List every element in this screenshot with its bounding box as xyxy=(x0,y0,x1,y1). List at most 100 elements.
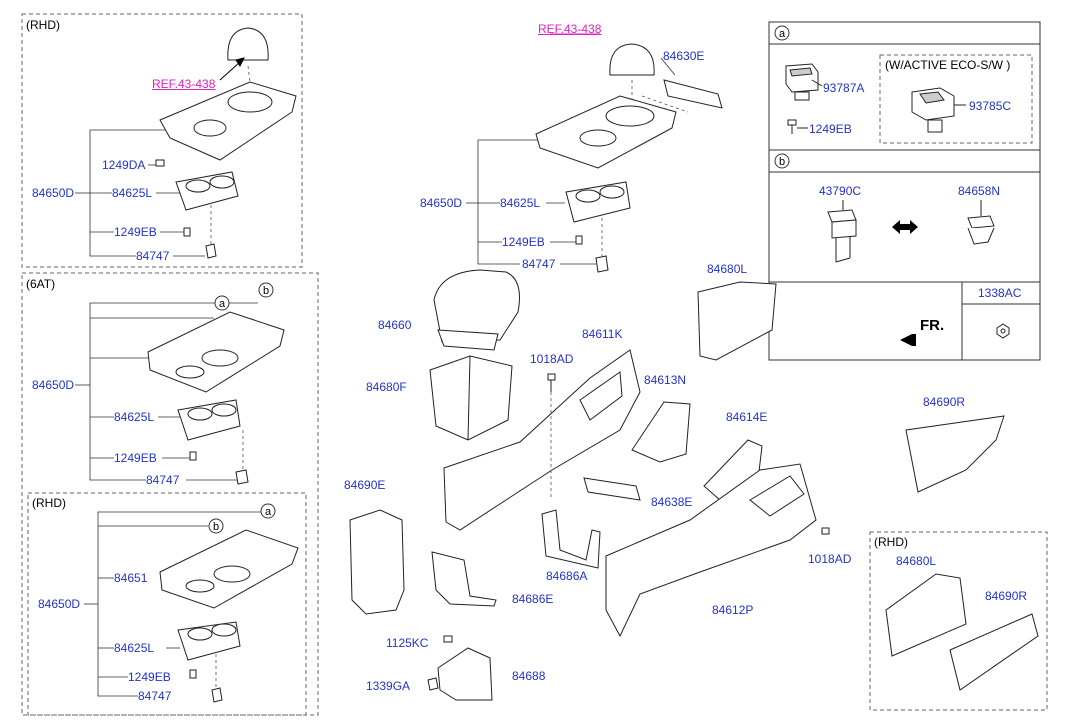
front-direction-label: FR. xyxy=(920,317,945,334)
part-label-84612P: 84612P xyxy=(712,603,754,617)
part-label-84690R: 84690R xyxy=(923,395,966,409)
ref-arrow-icon xyxy=(219,33,600,81)
part-label-1249EB-rhd-top: 1249EB xyxy=(114,225,157,239)
clip-84658N-icon xyxy=(967,200,995,245)
panel-title-active-eco: (W/ACTIVE ECO-S/W ) xyxy=(885,58,1011,72)
side-cover-84690R xyxy=(905,415,1005,493)
legend-label-1338AC: 1338AC xyxy=(978,286,1022,300)
side-cover-84690R-rhd xyxy=(949,613,1039,691)
bracket-84613N xyxy=(631,401,691,463)
part-label-84638E: 84638E xyxy=(651,495,693,509)
switch-93785C-icon xyxy=(911,87,966,133)
part-label-84688: 84688 xyxy=(512,669,546,683)
bracket-84638E xyxy=(583,477,641,501)
bracket-84688 xyxy=(437,647,493,701)
part-label-84680L-rhd: 84680L xyxy=(896,554,937,568)
part-label-84613N: 84613N xyxy=(644,373,687,387)
part-label-84686E: 84686E xyxy=(512,592,554,606)
upper-console-rhd-top xyxy=(159,81,297,161)
part-label-84650D-center: 84650D xyxy=(420,196,463,210)
part-label-84651: 84651 xyxy=(114,571,148,585)
legend-a-letter: a xyxy=(779,28,786,40)
part-label-1249EB-center: 1249EB xyxy=(502,235,545,249)
legend-a-circle xyxy=(774,25,790,41)
callout-a-6at-letter: a xyxy=(219,298,226,310)
part-label-84625L-6at: 84625L xyxy=(114,410,155,424)
callout-b-rhd-mid xyxy=(208,518,224,534)
part-label-1339GA: 1339GA xyxy=(366,679,411,693)
legend-label-93787A: 93787A xyxy=(823,81,865,95)
legend-label-93785C: 93785C xyxy=(969,99,1012,113)
part-label-1018AD-right: 1018AD xyxy=(808,552,852,566)
part-label-84747-center: 84747 xyxy=(522,257,556,271)
callout-a-rhd-mid xyxy=(260,503,276,519)
part-label-1249EB-6at: 1249EB xyxy=(114,451,157,465)
part-label-1249EB-rhd-mid: 1249EB xyxy=(128,670,171,684)
rhd-mid-panel xyxy=(27,492,307,716)
storage-box xyxy=(429,355,513,441)
part-label-1125KC: 1125KC xyxy=(386,636,429,650)
side-cover-84680L-rhd xyxy=(885,573,967,657)
callout-a-rhd-mid-letter: a xyxy=(265,506,272,518)
panel-title-6at: (6AT) xyxy=(26,277,56,291)
side-cover-84680L xyxy=(697,281,777,361)
part-label-84680F: 84680F xyxy=(366,380,407,394)
panel-frames xyxy=(21,13,1048,716)
front-arrow-icon xyxy=(900,334,916,346)
rhd-bottom-right-panel xyxy=(869,531,1048,711)
panel-title-rhd-mid: (RHD) xyxy=(32,496,66,510)
6at-panel xyxy=(21,272,319,716)
bracket-84686A xyxy=(541,509,601,569)
part-label-1249DA: 1249DA xyxy=(102,158,146,172)
panel-title-rhd-bottom-right: (RHD) xyxy=(874,535,908,549)
part-label-84747-rhd-top: 84747 xyxy=(136,249,170,263)
part-label-84614E: 84614E xyxy=(726,410,768,424)
projection-lines xyxy=(210,65,689,688)
nut-1338AC-icon xyxy=(996,323,1010,339)
part-label-84625L-rhd-mid: 84625L xyxy=(114,641,155,655)
side-cover-84690E xyxy=(349,509,405,615)
part-shapes xyxy=(147,27,1039,703)
legend-label-43790C: 43790C xyxy=(819,184,862,198)
bracket-84686E xyxy=(431,551,497,607)
part-label-84747-6at: 84747 xyxy=(146,473,180,487)
legend-b-letter: b xyxy=(779,156,785,168)
part-label-84690E: 84690E xyxy=(344,478,386,492)
callout-b-6at xyxy=(258,282,274,298)
legend-label-84658N: 84658N xyxy=(958,184,1001,198)
callout-a-6at xyxy=(214,295,230,311)
clip-43790C-icon xyxy=(827,200,857,263)
part-label-84747-rhd-mid: 84747 xyxy=(138,689,172,703)
part-label-84630E: 84630E xyxy=(663,49,705,63)
legend-b-circle xyxy=(774,153,790,169)
panel-84630E xyxy=(663,79,723,109)
part-label-84625L-center: 84625L xyxy=(500,196,541,210)
part-label-84650D-6at: 84650D xyxy=(32,378,75,392)
screw-1249EB-icon xyxy=(787,119,808,134)
part-label-84650D-rhd-top: 84650D xyxy=(32,186,75,200)
shift-boot-center xyxy=(609,43,655,76)
part-label-84686A: 84686A xyxy=(546,569,588,583)
callout-b-6at-letter: b xyxy=(263,285,269,297)
armrest-lid xyxy=(433,269,520,343)
part-label-84650D-rhd-mid: 84650D xyxy=(38,597,81,611)
part-label-1018AD-center: 1018AD xyxy=(530,352,574,366)
part-label-84680L: 84680L xyxy=(707,262,748,276)
rhd-top-panel xyxy=(21,13,303,268)
shift-boot-left xyxy=(227,27,269,61)
ref-link-center[interactable]: REF.43-438 xyxy=(538,22,602,36)
part-label-84660: 84660 xyxy=(378,318,412,332)
legend-table xyxy=(768,21,1041,361)
legend-label-1249EB: 1249EB xyxy=(809,122,852,136)
part-label-84625L-rhd-top: 84625L xyxy=(112,186,153,200)
panel-title-rhd-top: (RHD) xyxy=(26,18,60,32)
callout-circles xyxy=(208,282,276,534)
part-label-84611K: 84611K xyxy=(582,327,623,341)
ref-link-left[interactable]: REF.43-438 xyxy=(152,77,216,91)
callout-b-rhd-mid-letter: b xyxy=(213,521,219,533)
active-eco-panel xyxy=(879,54,1033,144)
double-arrow-icon xyxy=(892,220,918,234)
switch-93787A-icon xyxy=(785,63,823,101)
part-label-84690R-rhd: 84690R xyxy=(985,589,1028,603)
